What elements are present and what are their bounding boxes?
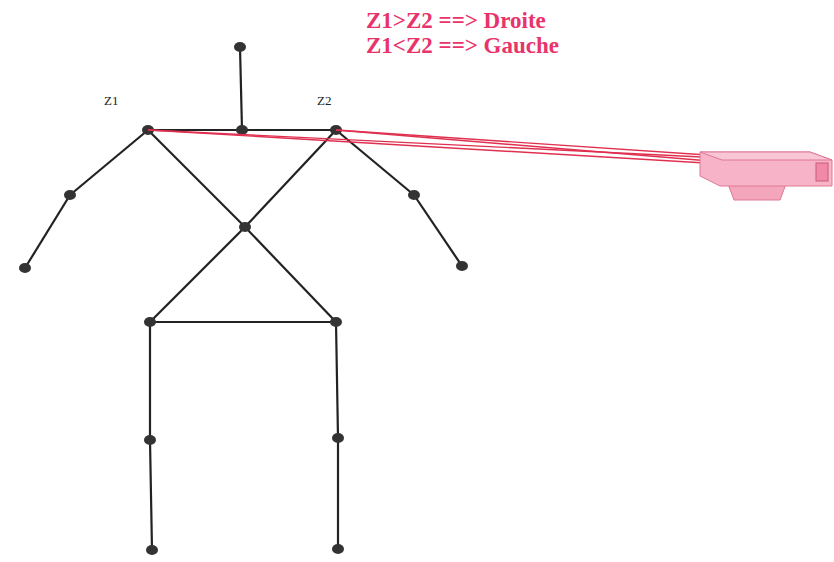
sight-lines [148, 130, 722, 164]
joint-label: Z1 [104, 93, 118, 109]
kinect-sensor [700, 152, 832, 200]
joints [19, 42, 468, 555]
skeleton [25, 47, 462, 550]
rule-text: Z1>Z2 ==> Droite [366, 8, 546, 33]
rule-text: Z1<Z2 ==> Gauche [366, 33, 559, 58]
joint-label: Z2 [317, 93, 331, 109]
